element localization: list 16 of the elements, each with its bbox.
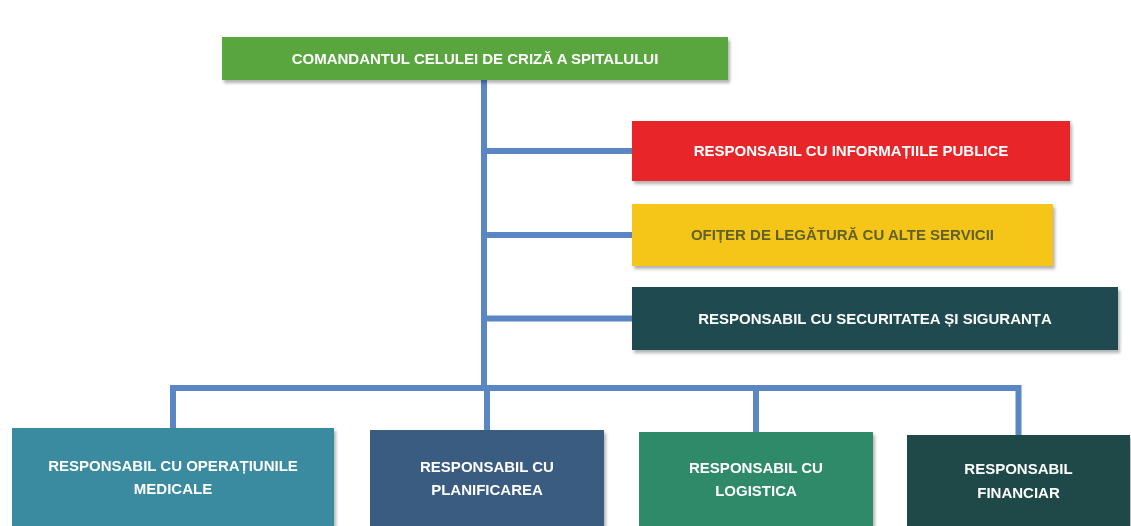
- role-box: [222, 37, 728, 80]
- role-title: RESPONSABIL CU SECURITATEA ȘI SIGURANȚA: [698, 308, 1052, 329]
- role-title: RESPONSABIL CU PLANIFICAREA: [419, 456, 555, 500]
- role-box: [632, 204, 1053, 266]
- role-title: RESPONSABIL CU LOGISTICA: [688, 457, 824, 501]
- role-box: [370, 430, 604, 526]
- role-title: RESPONSABIL CU INFORMAȚIILE PUBLICE: [693, 141, 1009, 162]
- role-title: RESPONSABIL CU OPERAȚIUNILE MEDICALE: [47, 455, 299, 499]
- role-box: [639, 432, 873, 526]
- role-box: [12, 428, 334, 526]
- role-title: COMANDANTUL CELULEI DE CRIZĂ A SPITALULUI: [291, 48, 659, 69]
- role-box: [632, 287, 1118, 350]
- role-box: [907, 435, 1130, 526]
- role-title: OFIȚER DE LEGĂTURĂ CU ALTE SERVICII: [690, 225, 995, 246]
- role-title: RESPONSABIL FINANCIAR: [963, 459, 1074, 503]
- role-box: [632, 121, 1070, 181]
